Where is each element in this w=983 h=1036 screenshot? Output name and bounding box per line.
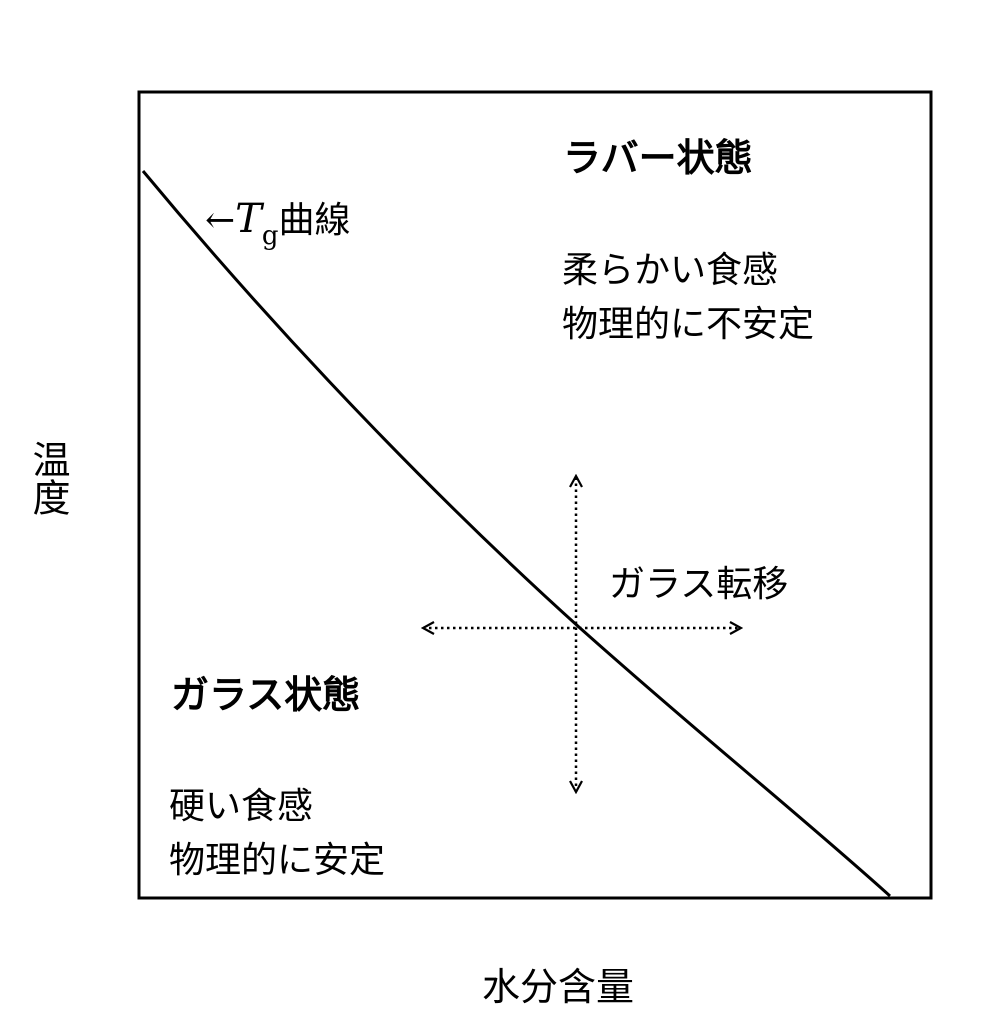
rubber-state-title: ラバー状態 [563, 136, 753, 180]
glass-state-title: ガラス状態 [171, 673, 360, 717]
tg-curve-name: 曲線 [279, 200, 351, 241]
tg-curve-subscript: g [262, 221, 279, 251]
plot-frame [137, 90, 933, 900]
tg-curve-arrow: ← [205, 200, 235, 241]
glass-transition-label: ガラス転移 [609, 564, 788, 605]
rubber-state-stability: 物理的に不安定 [562, 304, 814, 345]
glass-state-texture: 硬い食感 [169, 786, 313, 827]
y-axis-label: 温度 [26, 440, 70, 516]
tg-curve [141, 170, 892, 898]
rubber-state-texture: 柔らかい食感 [562, 250, 778, 291]
tg-curve-label: ←Tg曲線 [205, 196, 351, 251]
tg-curve-symbol: T [235, 196, 265, 242]
x-axis-label: 水分含量 [482, 965, 634, 1009]
glass-state-stability: 物理的に安定 [169, 840, 385, 881]
